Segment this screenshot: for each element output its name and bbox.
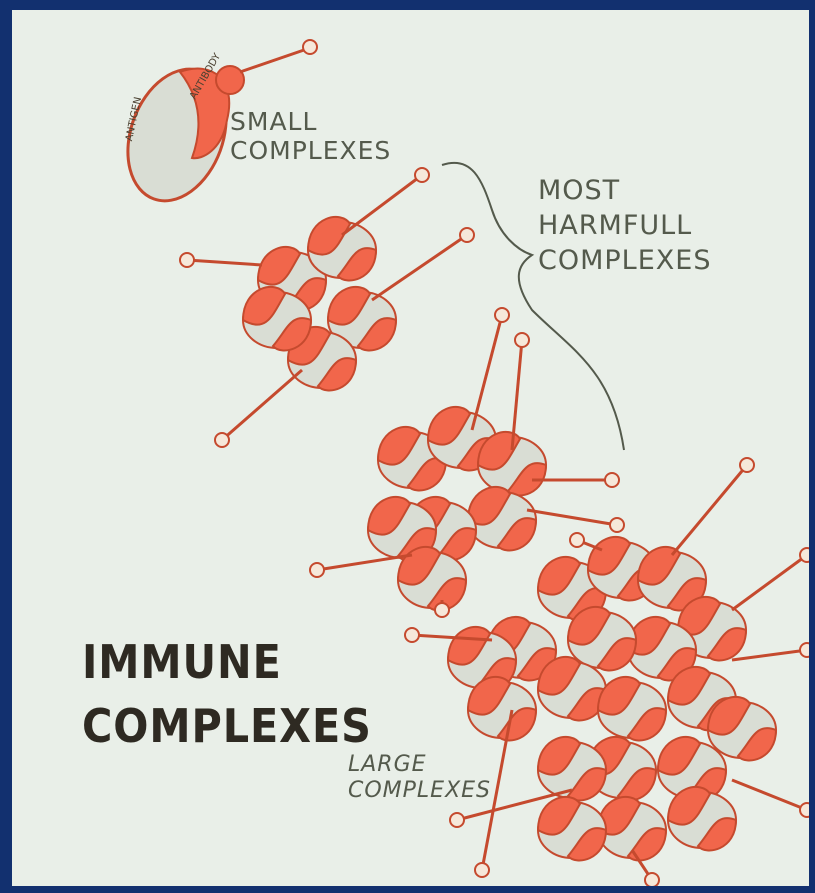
title-line-1: IMMUNE (82, 630, 372, 694)
title-line-2: COMPLEXES (82, 694, 372, 758)
small-complexes-line-2: COMPLEXES (230, 137, 391, 166)
antibody-arm (570, 533, 602, 550)
small-complexes-label: SMALL COMPLEXES (230, 108, 391, 166)
antibody-arm (527, 510, 624, 532)
antibody-arm (215, 370, 302, 447)
antibody-arm (512, 333, 529, 450)
antibody-antigen-unit (468, 677, 536, 741)
most-harmful-line-2: HARMFULL (538, 208, 711, 243)
antibody-antigen-unit (598, 677, 666, 741)
antibody-arm (472, 308, 509, 430)
antibody-arm (310, 555, 412, 577)
antibody-antigen-unit (468, 487, 536, 551)
large-complexes-label: LARGE COMPLEXES (348, 752, 491, 805)
slide-canvas: ANTIGEN ANTIBODY SMALL COMPLEXES MOST HA… (12, 10, 809, 886)
antibody-antigen-unit (668, 787, 736, 851)
antibody-cluster (180, 168, 809, 886)
large-complexes-line-2: COMPLEXES (348, 778, 491, 804)
antibody-arm (372, 228, 474, 300)
antibody-antigen-unit (308, 217, 376, 281)
most-harmful-line-3: COMPLEXES (538, 243, 711, 278)
immune-complexes-title: IMMUNE COMPLEXES (82, 630, 372, 759)
antibody-arm (732, 780, 809, 817)
antibody-arm (180, 253, 262, 267)
antibody-arm (672, 458, 754, 555)
antibody-arm (732, 548, 809, 610)
small-complexes-line-1: SMALL (230, 108, 391, 137)
most-harmful-label: MOST HARMFULL COMPLEXES (538, 173, 711, 278)
most-harmful-line-1: MOST (538, 173, 711, 208)
antibody-antigen-unit (538, 797, 606, 861)
antibody-arm (342, 168, 429, 235)
